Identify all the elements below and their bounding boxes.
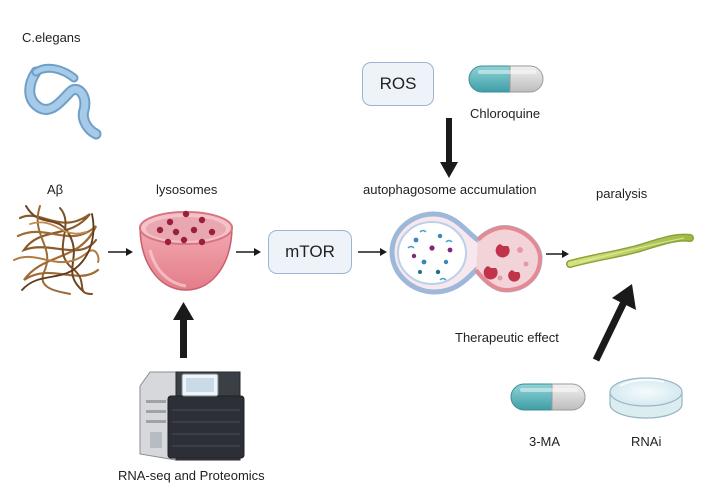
label-chloroquine: Chloroquine [470, 106, 541, 121]
label-rnaseq-proteomics: RNA-seq and Proteomics [118, 468, 265, 483]
label-paralysis: paralysis [596, 186, 648, 201]
worm-icon [24, 63, 102, 140]
label-3ma: 3-MA [529, 434, 561, 449]
mtor-box: mTOR [268, 230, 352, 274]
petri-dish-icon [609, 377, 683, 419]
ros-box: ROS [362, 62, 434, 106]
capsule-icon [468, 65, 544, 93]
capsule-icon-3ma [510, 383, 586, 411]
label-lysosomes: lysosomes [156, 182, 218, 197]
paralyzed-worm-icon [566, 233, 694, 268]
arrow-chloroquine-to-autophagosome [440, 118, 458, 178]
arrow-lysosomes-to-mtor [236, 248, 261, 256]
arrow-abeta-to-lysosomes [108, 248, 133, 256]
label-autophagosome: autophagosome accumulation [363, 182, 537, 197]
label-celegans: C.elegans [22, 30, 81, 45]
amyloid-fibril-icon [13, 205, 100, 295]
label-rnai: RNAi [631, 434, 662, 449]
ros-label: ROS [379, 74, 417, 93]
label-therapeutic-effect: Therapeutic effect [455, 330, 559, 345]
mtor-label: mTOR [285, 242, 335, 261]
arrow-therapeutic-to-paralysis [592, 284, 636, 362]
sequencer-icon [139, 371, 245, 461]
arrow-autophagosome-to-paralysis [546, 250, 569, 258]
autophagosome-icon [389, 211, 543, 295]
arrow-sequencer-to-lysosomes [173, 302, 194, 358]
arrow-mtor-to-autophagosome [358, 248, 387, 256]
label-abeta: Aβ [47, 182, 64, 197]
lysosome-icon [139, 210, 233, 291]
